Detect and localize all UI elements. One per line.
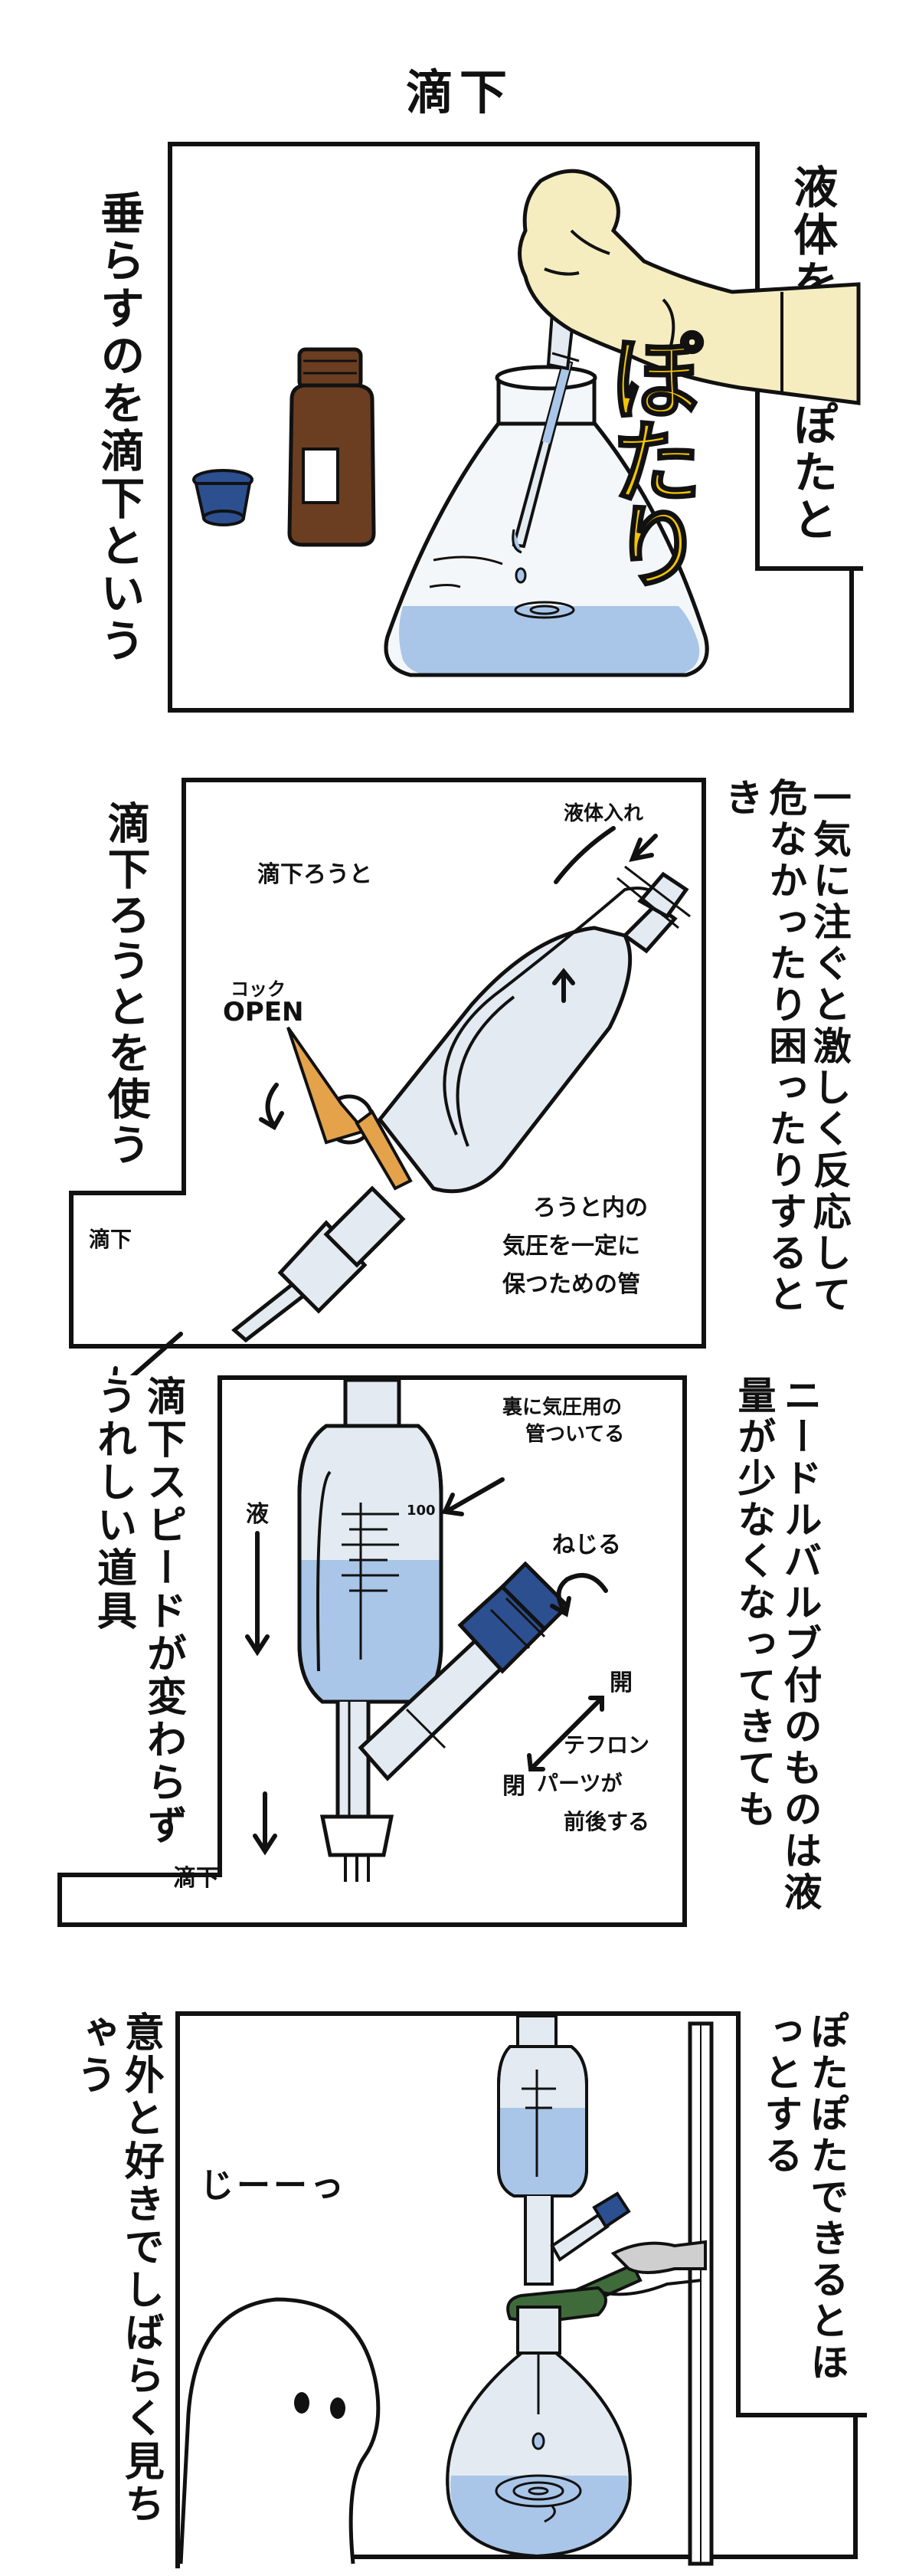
panel-1-narration-left: 垂らすのを滴下という bbox=[69, 142, 172, 713]
round-flask-icon bbox=[446, 2306, 632, 2558]
label-open: 開 bbox=[610, 1670, 633, 1696]
reagent-bottle-icon bbox=[287, 347, 376, 547]
sfx-potari: ぽたり bbox=[594, 329, 703, 585]
panel-2-narration-right: 一気に注ぐと激しく反応して危なかったり困ったりするとき bbox=[702, 778, 863, 1349]
gloved-hand-icon bbox=[518, 169, 861, 405]
panel-1-illustration bbox=[192, 169, 861, 677]
label-teflon-2: パーツが bbox=[537, 1771, 623, 1796]
label-teflon-3: 前後する bbox=[564, 1809, 650, 1834]
label-back-tube-2: 管ついてる bbox=[525, 1423, 625, 1446]
panel-4-illustration bbox=[178, 2014, 714, 2566]
dropping-funnel-icon bbox=[497, 2014, 631, 2286]
stand-rod-icon bbox=[688, 2021, 714, 2566]
label-liquid: 液 bbox=[246, 1501, 269, 1528]
panel-2-narration-left: 滴下ろうとを使う bbox=[69, 778, 186, 1195]
speech-staring: じーーっ bbox=[200, 2166, 347, 2205]
label-pressure-tube-1: ろうと内の bbox=[533, 1195, 648, 1221]
label-back-tube-1: 裏に気圧用の bbox=[502, 1396, 623, 1419]
label-scale-100: 100 bbox=[407, 1503, 436, 1519]
label-cock: コック bbox=[231, 978, 286, 1000]
label-dropping-funnel: 滴下ろうと bbox=[257, 861, 372, 888]
character-icon bbox=[178, 2297, 381, 2565]
label-twist: ねじる bbox=[552, 1532, 621, 1558]
arrows bbox=[245, 1477, 608, 1856]
needle-valve-funnel-icon bbox=[297, 1378, 571, 1882]
label-teflon-1: テフロン bbox=[564, 1732, 650, 1758]
label-pressure-tube-3: 保つための管 bbox=[502, 1271, 640, 1298]
panel-2-illustration bbox=[110, 826, 691, 1395]
panel-3: 滴下スピードが変わらずうれしい道具 ニードルバルブ付のものは液量が少なくなってき… bbox=[57, 1375, 867, 1927]
panel-3-narration-left: 滴下スピードが変わらずうれしい道具 bbox=[57, 1375, 222, 1877]
panel-4-narration-right: ぽたぽたできるとほっとする bbox=[736, 2011, 867, 2417]
arrows bbox=[110, 826, 658, 1395]
label-pressure-tube-2: 気圧を一定に bbox=[502, 1233, 640, 1260]
panel-2: 滴下ろうとを使う 一気に注ぐと激しく反応して危なかったり困ったりするとき bbox=[69, 778, 863, 1395]
panel-4: 意外と好きでしばらく見ちゃう ぽたぽたできるとほっとする bbox=[57, 2011, 867, 2568]
panel-4-narration-left: 意外と好きでしばらく見ちゃう bbox=[57, 2011, 180, 2568]
label-drip: 滴下 bbox=[173, 1865, 219, 1892]
erlenmeyer-flask-icon bbox=[384, 365, 709, 677]
panel-3-illustration bbox=[245, 1378, 608, 1882]
label-drip: 滴下 bbox=[89, 1227, 132, 1252]
page-title: 滴下 bbox=[405, 64, 513, 120]
dropping-funnel-icon bbox=[231, 865, 691, 1343]
label-close: 閉 bbox=[502, 1773, 525, 1800]
label-open: OPEN bbox=[223, 997, 304, 1027]
panel-3-narration-right: ニードルバルブ付のものは液量が少なくなってきても bbox=[682, 1375, 867, 1927]
label-liquid-inlet: 液体入れ bbox=[564, 802, 644, 825]
panel-1: 垂らすのを滴下という 液体をぽたぽたと bbox=[69, 142, 863, 713]
bottle-cap-icon bbox=[192, 469, 253, 526]
